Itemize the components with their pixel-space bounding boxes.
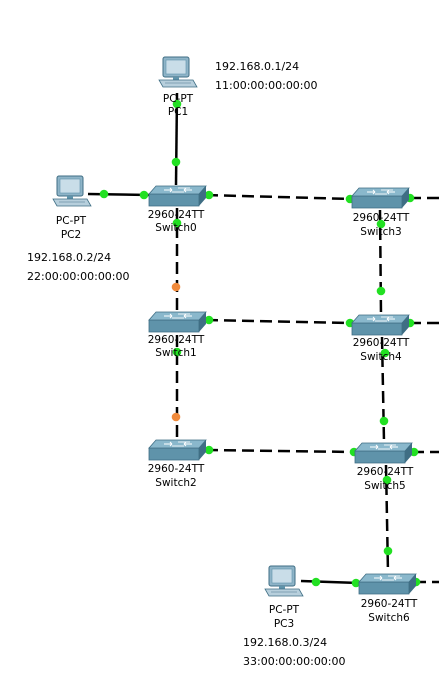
port-light-pc1-sw0-from: [172, 99, 182, 109]
switch-model-label: 2960-24TT: [148, 209, 205, 221]
pc-mac-label: 11:00:00:00:00:00: [215, 79, 318, 92]
switch-name-label: Switch0: [155, 222, 196, 234]
port-light-sw0-sw3-from: [204, 190, 214, 200]
port-light-sw1-sw2-to: [171, 412, 181, 422]
switch-model-label: 2960-24TT: [353, 337, 410, 349]
link-pc2-sw0[interactable]: [87, 192, 151, 197]
switch-name-label: Switch3: [360, 226, 401, 238]
pc-name-label: PC3: [274, 618, 294, 630]
pc-type-label: PC-PT: [56, 215, 87, 227]
switch-node-switch2[interactable]: 2960-24TT Switch2: [148, 439, 207, 489]
port-light-sw2-sw5-from: [204, 445, 214, 455]
switch-model-label: 2960-24TT: [353, 212, 410, 224]
switch-model-label: 2960-24TT: [361, 598, 418, 610]
pc-ip-label: 192.168.0.3/24: [243, 636, 327, 649]
port-light-sw1-sw2-from: [172, 347, 182, 357]
port-light-pc3-sw6-from: [311, 577, 321, 587]
port-light-sw0-sw1-to: [171, 282, 181, 292]
port-light-sw4-sw5-to: [379, 416, 389, 426]
pc-ip-label: 192.168.0.1/24: [215, 60, 299, 73]
switch-node-switch6[interactable]: 2960-24TT Switch6: [358, 573, 418, 624]
pc-mac-label: 22:00:00:00:00:00: [27, 270, 130, 283]
switch-node-switch1[interactable]: 2960-24TT Switch1: [148, 311, 207, 359]
switch-icon: [148, 185, 207, 207]
link-pc1-sw0[interactable]: [174, 92, 179, 186]
pc-node-pc1[interactable]: PC-PT PC1 192.168.0.1/24 11:00:00:00:00:…: [158, 56, 318, 118]
switch-model-label: 2960-24TT: [148, 334, 205, 346]
switch-model-label: 2960-24TT: [357, 466, 414, 478]
switch-name-label: Switch4: [360, 351, 402, 363]
switch-name-label: Switch2: [155, 477, 196, 489]
pc-icon: [52, 175, 92, 207]
switch-node-switch5[interactable]: 2960-24TT Switch5: [354, 442, 414, 492]
pc-node-pc2[interactable]: PC-PT PC2 192.168.0.2/24 22:00:00:00:00:…: [27, 175, 130, 283]
link-sw2-sw5[interactable]: [205, 448, 357, 454]
switch-name-label: Switch5: [364, 480, 405, 492]
switch-node-switch0[interactable]: 2960-24TT Switch0: [148, 185, 207, 234]
port-light-sw3-sw4-from: [376, 219, 386, 229]
switch-icon: [351, 187, 410, 209]
port-light-pc2-sw0-to: [139, 190, 149, 200]
switch-name-label: Switch6: [368, 612, 410, 624]
switch-icon: [354, 442, 413, 464]
port-light-sw3-sw4-to: [376, 286, 386, 296]
switch-icon: [148, 439, 207, 461]
switch-name-label: Switch1: [155, 347, 196, 359]
switch-node-switch4[interactable]: 2960-24TT Switch4: [351, 314, 410, 363]
port-light-sw0-sw1-from: [172, 218, 182, 228]
port-light-sw5-sw6-to: [383, 546, 393, 556]
pc-type-label: PC-PT: [163, 93, 194, 105]
pc-node-pc3[interactable]: PC-PT PC3 192.168.0.3/24 33:00:00:00:00:…: [243, 565, 346, 668]
port-light-pc1-sw0-to: [171, 157, 181, 167]
pc-mac-label: 33:00:00:00:00:00: [243, 655, 346, 668]
port-light-pc3-sw6-to: [351, 578, 361, 588]
port-light-sw4-sw5-from: [380, 348, 390, 358]
switch-model-label: 2960-24TT: [148, 463, 205, 475]
pc-name-label: PC1: [168, 106, 188, 118]
switch-icon: [351, 314, 410, 336]
pc-icon: [264, 565, 304, 597]
link-sw0-sw3[interactable]: [205, 193, 353, 201]
pc-icon: [158, 56, 198, 88]
switch-node-switch3[interactable]: 2960-24TT Switch3: [351, 187, 410, 238]
pc-type-label: PC-PT: [269, 604, 300, 616]
port-light-sw5-sw6-from: [382, 475, 392, 485]
link-sw1-sw4[interactable]: [205, 318, 353, 325]
port-light-pc2-sw0-from: [99, 189, 109, 199]
link-pc3-sw6[interactable]: [300, 579, 360, 585]
pc-name-label: PC2: [61, 229, 81, 241]
port-light-sw1-sw4-from: [204, 315, 214, 325]
pc-ip-label: 192.168.0.2/24: [27, 251, 111, 264]
switch-icon: [358, 573, 417, 595]
switch-icon: [148, 311, 207, 333]
